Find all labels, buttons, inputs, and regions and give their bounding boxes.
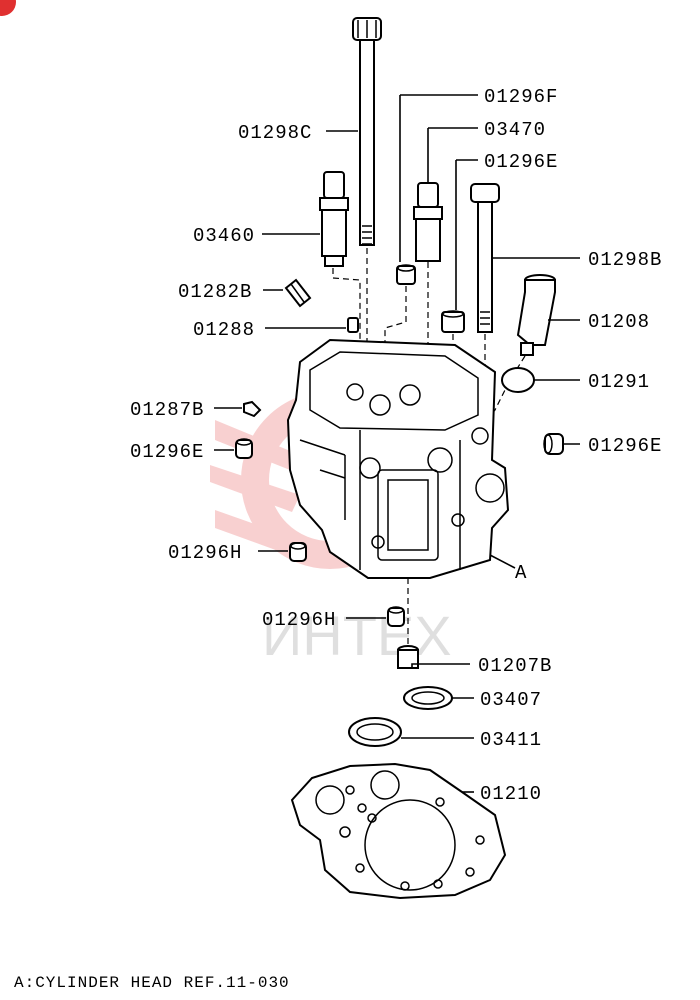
label-01282b: 01282B (178, 281, 252, 303)
valve-guide-03470 (413, 182, 443, 262)
seal-01296e-top (441, 310, 465, 333)
label-01296h-left: 01296H (168, 542, 242, 564)
plug-01296e-right (543, 433, 564, 455)
brand-badge-icon (0, 0, 16, 16)
label-01296f: 01296F (484, 86, 558, 108)
pin-01288 (347, 317, 359, 333)
label-03411: 03411 (480, 729, 542, 751)
label-01298b: 01298B (588, 249, 662, 271)
label-03470: 03470 (484, 119, 546, 141)
pin-01287b (243, 400, 262, 418)
o-ring-01291 (501, 367, 535, 393)
seal-01296f (396, 264, 416, 285)
label-01296h-mid: 01296H (262, 609, 336, 631)
label-01208: 01208 (588, 311, 650, 333)
bolt-01298c (352, 17, 382, 246)
bolt-01298b (470, 183, 500, 333)
label-03460: 03460 (193, 225, 255, 247)
ring-03407 (403, 686, 453, 710)
cylinder-head (286, 338, 510, 579)
label-01287b: 01287B (130, 399, 204, 421)
label-03407: 03407 (480, 689, 542, 711)
watermark-text: ИНТЕХ (262, 604, 452, 667)
head-gasket-01210 (290, 762, 507, 900)
label-01296e-top: 01296E (484, 151, 558, 173)
nozzle-sleeve-01208 (516, 274, 556, 356)
stud-01282b (284, 278, 312, 308)
label-01296e-right: 01296E (588, 435, 662, 457)
label-a: A (515, 562, 527, 584)
plug-01296e-left (235, 438, 253, 459)
label-01296e-left: 01296E (130, 441, 204, 463)
label-01210: 01210 (480, 783, 542, 805)
valve-guide-03460 (319, 171, 349, 267)
ring-03411 (348, 717, 402, 747)
label-01291: 01291 (588, 371, 650, 393)
plug-01296h-left (289, 542, 307, 562)
label-01207b: 01207B (478, 655, 552, 677)
label-01298c: 01298C (238, 122, 312, 144)
footnote: A:CYLINDER HEAD REF.11-030 (14, 974, 290, 992)
plug-01296h-mid (387, 606, 405, 627)
label-01288: 01288 (193, 319, 255, 341)
